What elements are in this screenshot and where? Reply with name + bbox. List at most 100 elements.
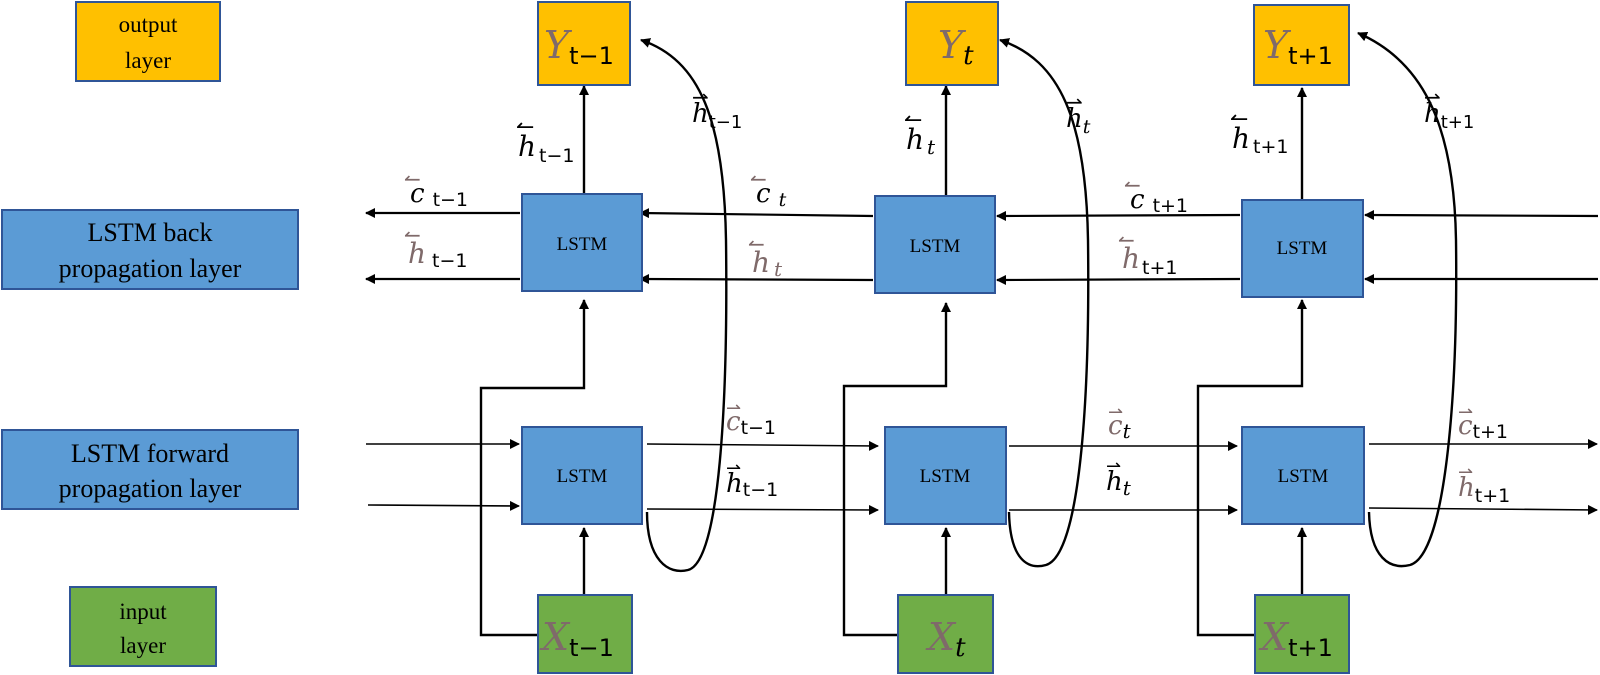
label-fwd-h-3: ht+1 ⇀ [1458, 462, 1510, 507]
svg-text:Yt+1: Yt+1 [1263, 23, 1333, 70]
output-box-2: Yt [905, 1, 999, 86]
svg-text:ct−1: ct−1 [410, 179, 468, 211]
svg-text:ct+1: ct+1 [1458, 411, 1508, 443]
arrow-left-accent: ↼ [516, 115, 534, 140]
output-var-2: Y [938, 23, 967, 67]
input-sub-1: t−1 [569, 634, 614, 662]
legend-forward-line2: propagation layer [59, 474, 242, 503]
arrow-right-accent: ⇀ [1424, 85, 1441, 109]
forward-lstm-label-3: LSTM [1278, 466, 1329, 487]
svg-text:↼: ↼ [1118, 228, 1135, 252]
svg-text:ht+1: ht+1 [1424, 99, 1474, 133]
svg-text:ht−1: ht−1 [518, 130, 575, 167]
label-curve-h-2: ht ⇀ [1066, 90, 1091, 138]
svg-text:↼: ↼ [1124, 173, 1141, 197]
vertical-connectors [479, 85, 1307, 637]
arrow-right-accent: ⇀ [1066, 90, 1083, 114]
arrow-right-accent: ⇀ [692, 85, 709, 109]
svg-text:ct+1: ct+1 [1130, 185, 1188, 217]
svg-text:ht−1: ht−1 [692, 99, 742, 133]
svg-text:⇀: ⇀ [726, 398, 741, 419]
input-box-3: Xt+1 [1254, 594, 1350, 674]
input-var-2: X [925, 615, 957, 659]
input-sub-2: t [955, 633, 966, 663]
svg-text:ht+1: ht+1 [1122, 242, 1178, 279]
legend-input-layer: input layer [69, 586, 217, 667]
label-fwd-c-2: ct ⇀ [1108, 402, 1132, 443]
legend-backward-layer: LSTM back propagation layer [1, 209, 299, 290]
svg-text:⇀: ⇀ [1106, 456, 1121, 477]
legend-forward-layer: LSTM forward propagation layer [1, 429, 299, 510]
svg-text:Yt−1: Yt−1 [544, 23, 614, 70]
label-curve-h-1: ht−1 ⇀ [692, 85, 742, 133]
svg-text:ht: ht [906, 123, 936, 159]
output-var-3: Y [1263, 23, 1292, 67]
output-box-1: Yt−1 [537, 1, 631, 86]
legend-backward-line1: LSTM back [88, 218, 213, 247]
backward-lstm-label-3: LSTM [1277, 238, 1328, 259]
svg-text:↼: ↼ [748, 232, 765, 256]
legend-output-line2: layer [125, 48, 171, 73]
backward-lstm-cell-2: LSTM [874, 195, 996, 294]
arrow-left-accent: ↼ [1230, 107, 1248, 132]
forward-lstm-label-1: LSTM [557, 466, 608, 487]
label-fwd-h-2: ht ⇀ [1106, 456, 1132, 500]
legend-input-line2: layer [120, 633, 166, 658]
svg-text:⇀: ⇀ [1458, 402, 1473, 423]
svg-text:ct−1: ct−1 [726, 407, 776, 439]
svg-text:ht: ht [1106, 467, 1132, 500]
svg-text:↼: ↼ [750, 167, 767, 191]
label-fwd-c-1: ct−1 ⇀ [726, 398, 776, 439]
svg-text:Xt+1: Xt+1 [1258, 615, 1333, 662]
label-fwd-c-3: ct+1 ⇀ [1458, 402, 1508, 443]
legend-forward-line1: LSTM forward [71, 439, 229, 468]
svg-text:Xt−1: Xt−1 [539, 615, 614, 662]
input-sub-3: t+1 [1288, 634, 1333, 662]
label-curve-h-3: ht+1 ⇀ [1424, 85, 1474, 133]
backward-lstm-cell-3: LSTM [1241, 199, 1364, 298]
output-sub-3: t+1 [1288, 42, 1333, 70]
backward-lstm-label-1: LSTM [557, 234, 608, 255]
legend-backward-line2: propagation layer [59, 254, 242, 283]
backward-lstm-cell-1: LSTM [521, 193, 643, 292]
backward-lstm-label-2: LSTM [910, 236, 961, 257]
svg-text:ht−1: ht−1 [726, 469, 778, 501]
svg-text:ht+1: ht+1 [1458, 473, 1510, 507]
svg-text:ct: ct [756, 179, 787, 211]
forward-lstm-cell-2: LSTM [884, 426, 1007, 525]
input-box-1: Xt−1 [537, 594, 633, 674]
forward-lstm-label-2: LSTM [920, 466, 971, 487]
forward-lstm-cell-3: LSTM [1241, 426, 1365, 525]
svg-text:↼: ↼ [404, 223, 421, 247]
output-box-3: Yt+1 [1253, 4, 1350, 86]
svg-text:⇀: ⇀ [1458, 462, 1473, 483]
output-var-1: Y [544, 23, 573, 67]
svg-text:Yt: Yt [938, 23, 974, 71]
svg-text:ct: ct [1108, 411, 1132, 443]
label-fwd-h-1: ht−1 ⇀ [726, 458, 778, 501]
backward-arrows [365, 208, 1599, 285]
legend-output-layer: output layer [75, 1, 221, 82]
forward-lstm-cell-1: LSTM [521, 426, 643, 525]
svg-text:Xt: Xt [925, 615, 966, 663]
forward-hidden-curves [640, 31, 1458, 573]
output-sub-2: t [963, 41, 974, 71]
svg-text:ht: ht [752, 246, 783, 281]
input-var-1: X [539, 615, 571, 659]
svg-text:↼: ↼ [404, 167, 421, 191]
svg-text:ht−1: ht−1 [408, 237, 468, 272]
svg-text:⇀: ⇀ [1108, 402, 1123, 423]
svg-text:ht+1: ht+1 [1232, 122, 1289, 158]
legend-input-line1: input [119, 599, 167, 624]
